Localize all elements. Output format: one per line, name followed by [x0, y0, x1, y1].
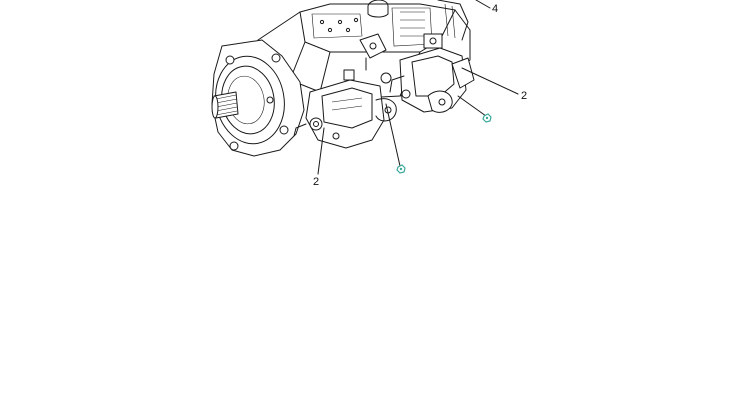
leader-line-bolt-center — [385, 103, 401, 167]
hex-bolt-marker-icon — [482, 113, 492, 123]
splined-shaft — [211, 91, 239, 119]
front-flange — [211, 39, 305, 157]
callout-label-4: 4 — [492, 3, 499, 15]
callout-label-2-right: 2 — [521, 90, 528, 102]
leader-line-2-bottom — [317, 127, 325, 175]
valve-cluster — [389, 33, 475, 113]
leader-line-2-right — [461, 67, 519, 95]
leader-lines — [317, 0, 519, 175]
regulator-block — [293, 69, 397, 149]
solenoid-connector — [359, 33, 387, 71]
leader-line-bolt-right — [457, 95, 487, 117]
hex-bolt-marker-icon — [396, 164, 406, 174]
callout-label-2-bottom: 2 — [313, 176, 320, 188]
leader-line-4 — [475, 0, 491, 9]
